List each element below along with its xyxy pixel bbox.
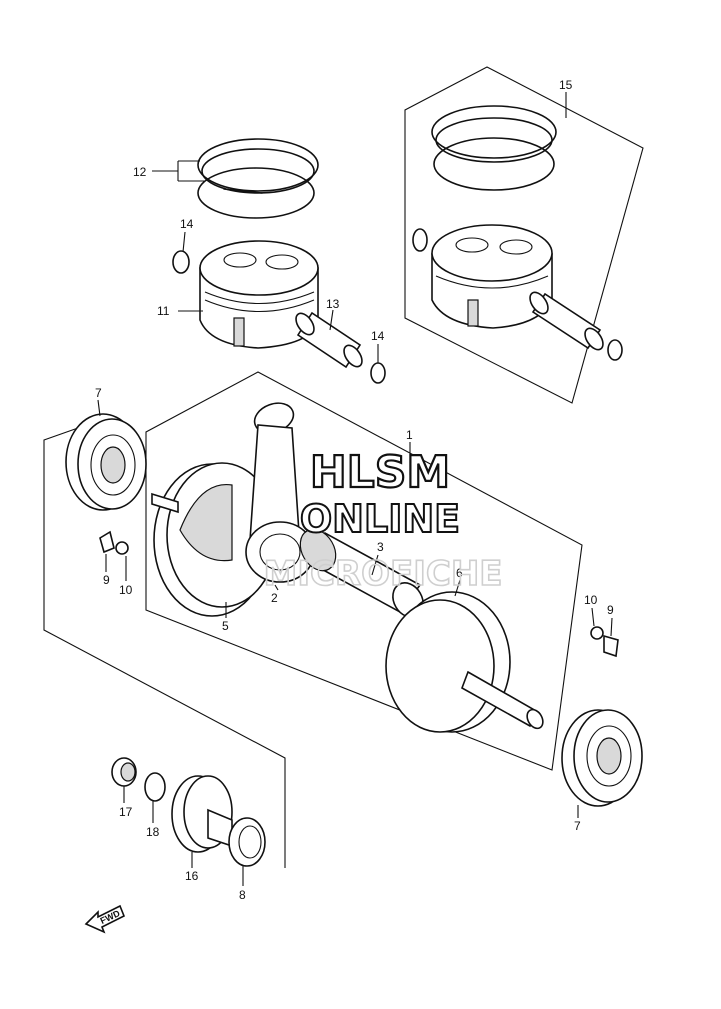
callout-16: 16: [185, 869, 199, 883]
watermark: HLSM ONLINE MICROFICHE: [263, 446, 504, 595]
callout-2: 2: [271, 591, 278, 605]
callout-14a: 14: [180, 217, 194, 231]
leader-lines: [97, 92, 613, 886]
callout-5: 5: [222, 619, 229, 633]
piston-rings: [197, 138, 319, 219]
key-left: [99, 530, 115, 554]
watermark-line1: HLSM: [310, 447, 450, 498]
callout-15: 15: [559, 78, 573, 92]
watermark-line3: MICROFICHE: [263, 554, 502, 594]
key-right: [603, 634, 619, 658]
callout-10a: 10: [119, 583, 133, 597]
callout-14b: 14: [371, 329, 385, 343]
circlip-right: [370, 362, 386, 384]
callout-11: 11: [157, 304, 170, 318]
screw-right: [590, 626, 604, 640]
crankshaft-group-outline: [145, 371, 583, 771]
bearing-right: [561, 709, 643, 807]
piston-kit-outline: [404, 66, 644, 404]
callout-18: 18: [146, 825, 160, 839]
callout-17: 17: [119, 805, 133, 819]
callout-1: 1: [406, 428, 413, 442]
callout-6: 6: [456, 566, 463, 580]
crank-flywheel-right: [385, 591, 544, 733]
primary-gear: [171, 775, 233, 853]
bearing-left: [65, 413, 147, 511]
callout-7b: 7: [574, 819, 581, 833]
fwd-arrow: FWD: [84, 904, 126, 934]
washer: [144, 772, 166, 802]
spacer-ring: [228, 817, 266, 867]
piston-pin: [295, 311, 363, 369]
oil-seal: [111, 757, 137, 787]
callout-12: 12: [133, 165, 147, 179]
callout-numbers: 12 14 11 13 14 15 7 1 3 6 2 5 9 10 10 9 …: [95, 78, 614, 902]
callout-7a: 7: [95, 386, 102, 400]
piston-kit: [412, 105, 623, 361]
callout-9b: 9: [607, 603, 614, 617]
watermark-line2: ONLINE: [300, 497, 460, 541]
crank-pin: [299, 528, 424, 618]
callout-13: 13: [326, 297, 340, 311]
callout-10b: 10: [584, 593, 598, 607]
callout-3: 3: [377, 540, 384, 554]
circlip-left: [172, 250, 190, 274]
screw-left: [115, 541, 129, 555]
connecting-rod: [245, 402, 315, 583]
left-side-outline: [43, 421, 286, 868]
crank-flywheel-left: [151, 462, 278, 617]
piston: [199, 240, 319, 349]
callout-8: 8: [239, 888, 246, 902]
callout-9a: 9: [103, 573, 110, 587]
